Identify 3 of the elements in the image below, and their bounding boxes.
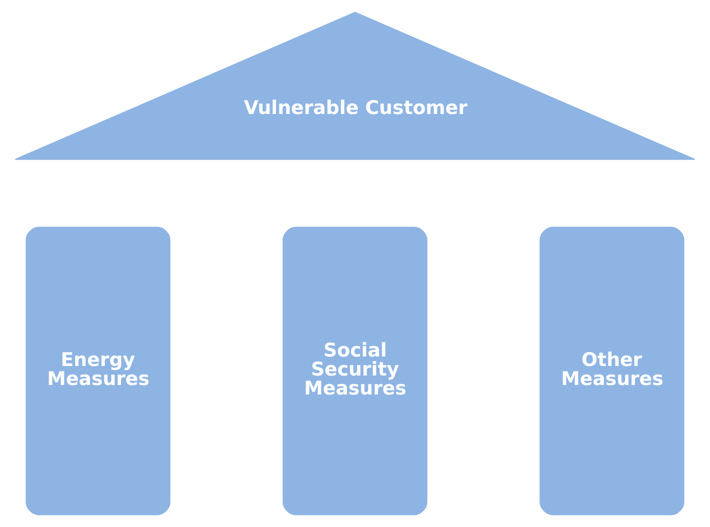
node-box: Energy Measures (26, 226, 170, 516)
node-box: Social Security Measures (282, 226, 428, 516)
node-box: Other Measures (540, 226, 684, 516)
